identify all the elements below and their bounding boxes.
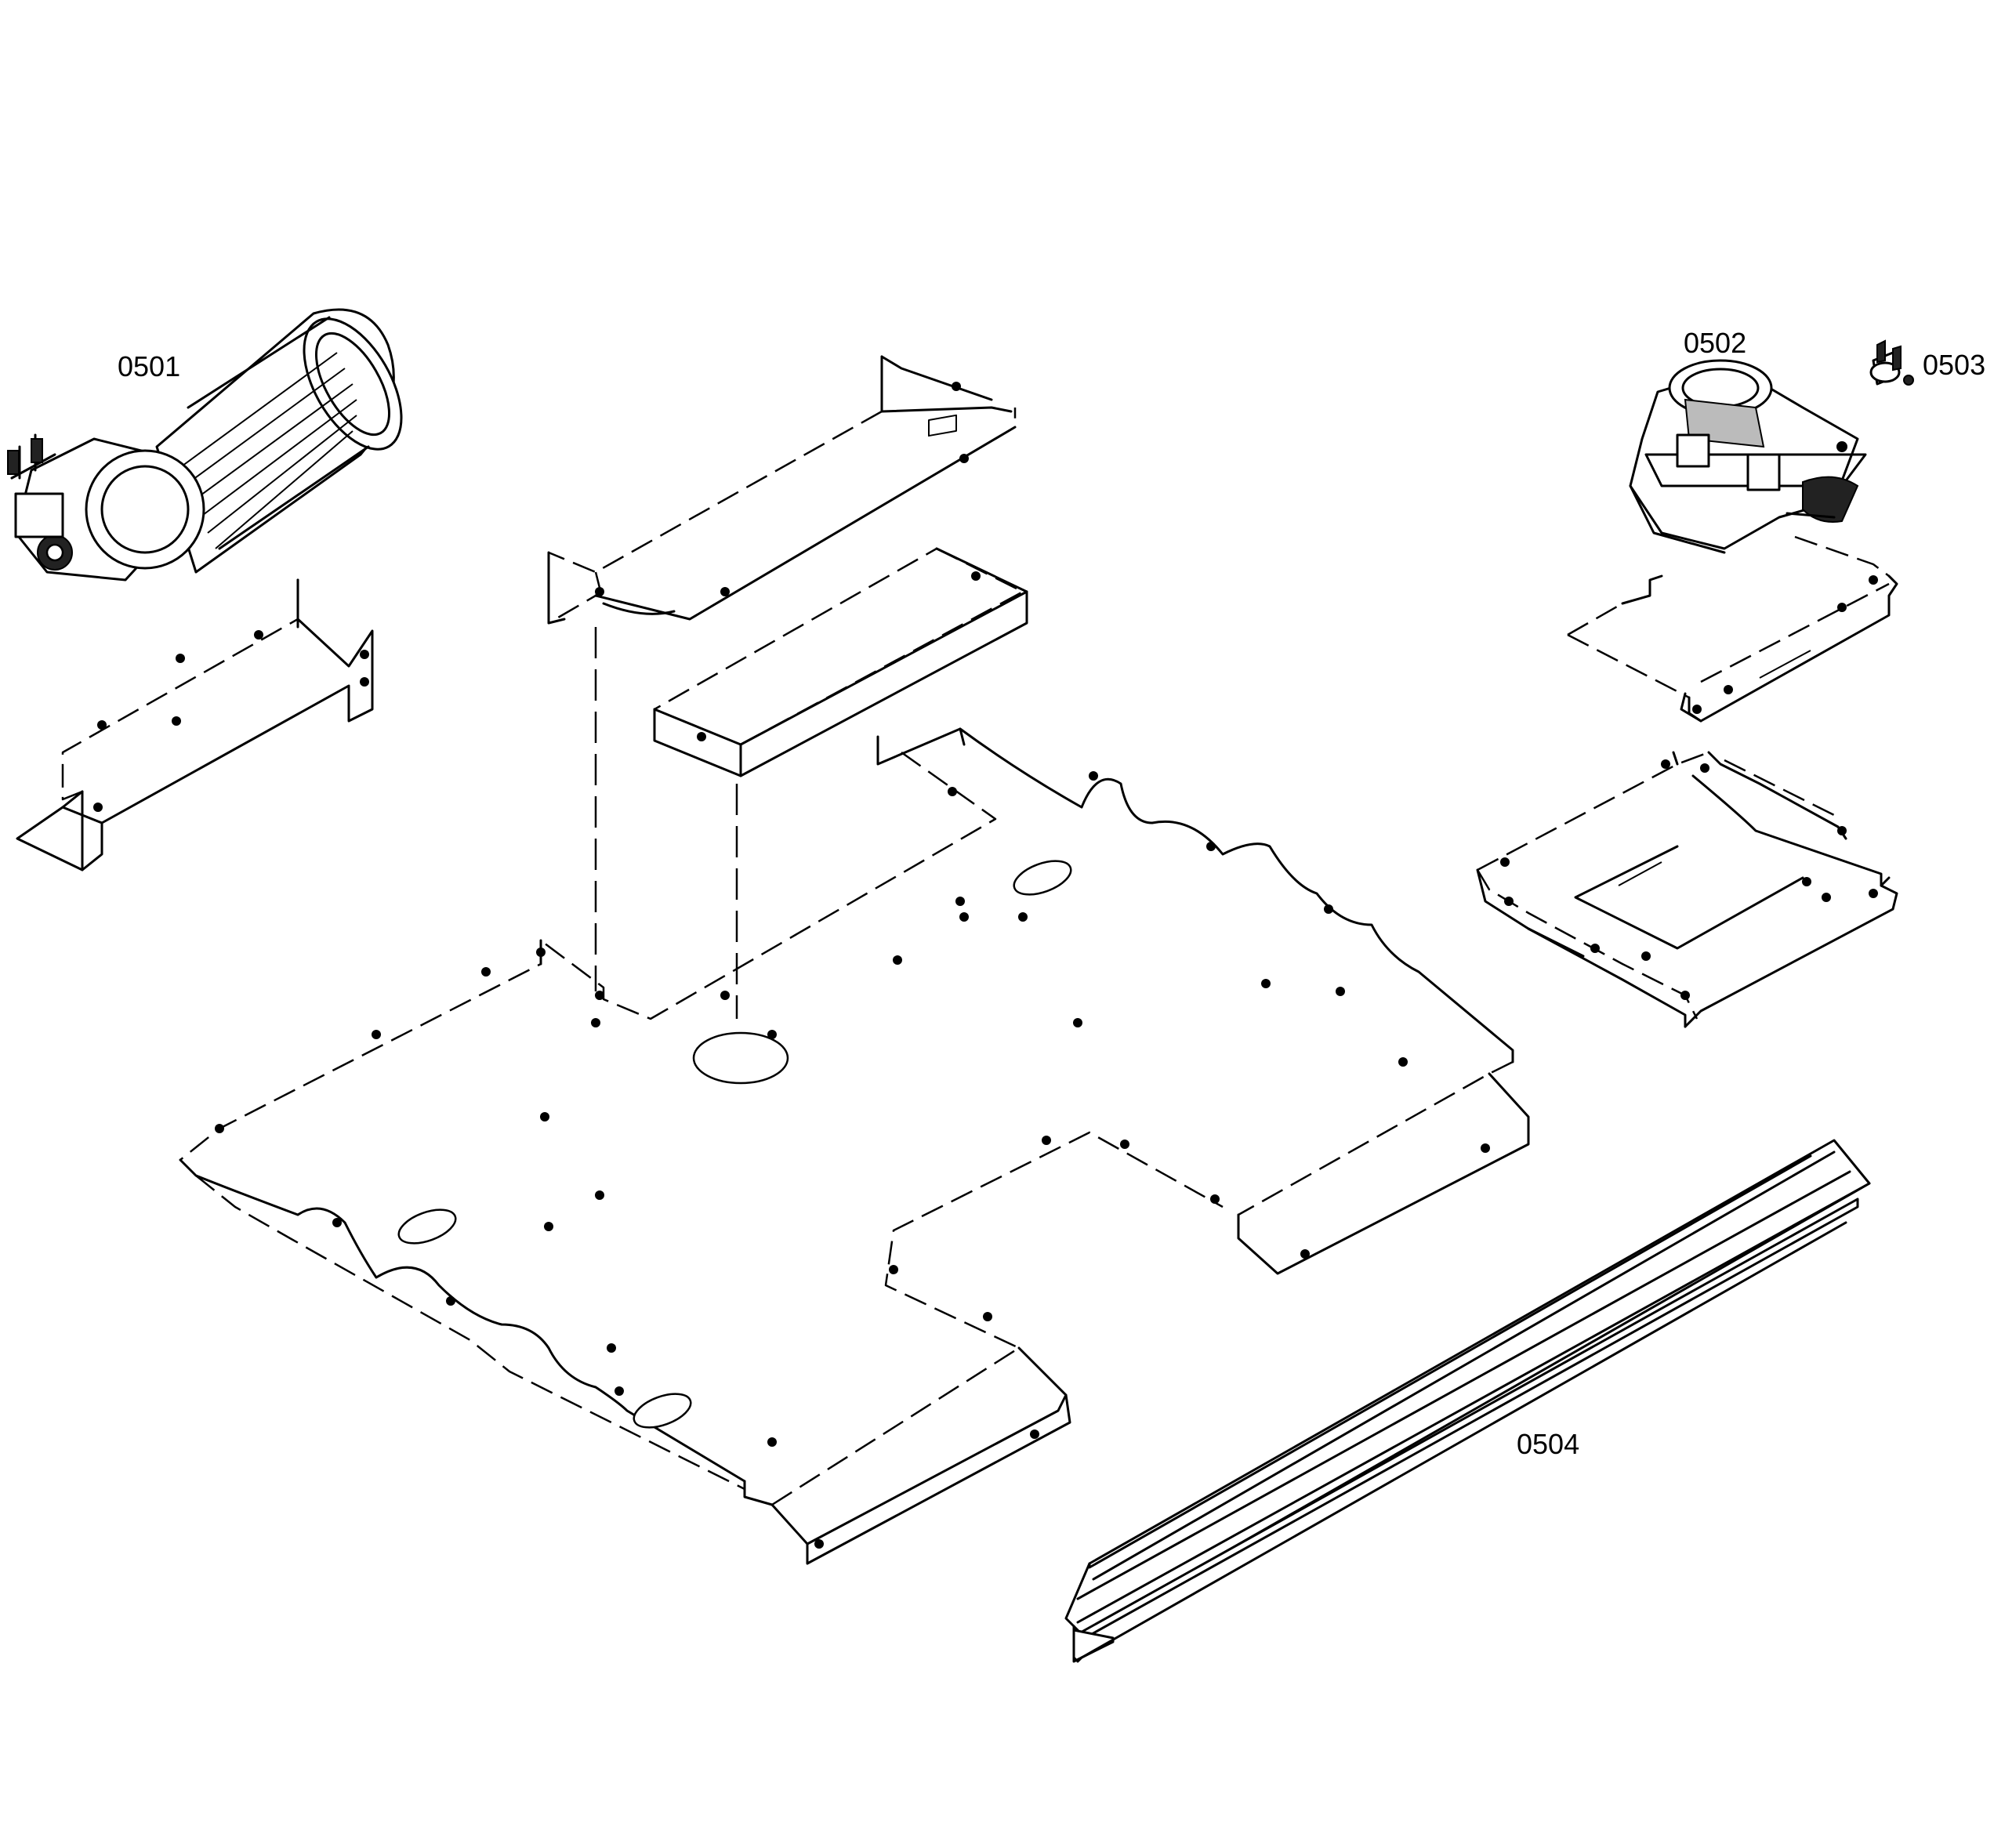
fan-motor-assembly[interactable] [7,303,422,582]
oven-base-plate[interactable] [179,727,1530,1565]
lock-mounting-plate[interactable] [1567,535,1898,723]
door-lock-assembly[interactable] [1629,359,1867,554]
thermostat-part[interactable] [1869,339,1914,386]
upper-air-duct[interactable] [547,355,1017,625]
side-bracket-assembly[interactable] [1476,751,1898,1028]
part-number-0501: 0501 [118,350,180,382]
duct-cover-box[interactable] [653,414,1028,777]
part-number-0504: 0504 [1517,1428,1579,1460]
fan-mounting-bracket[interactable] [16,578,374,871]
part-number-0503: 0503 [1923,349,1985,381]
front-trim-strip[interactable] [1064,1139,1871,1663]
part-number-0502: 0502 [1684,327,1746,359]
